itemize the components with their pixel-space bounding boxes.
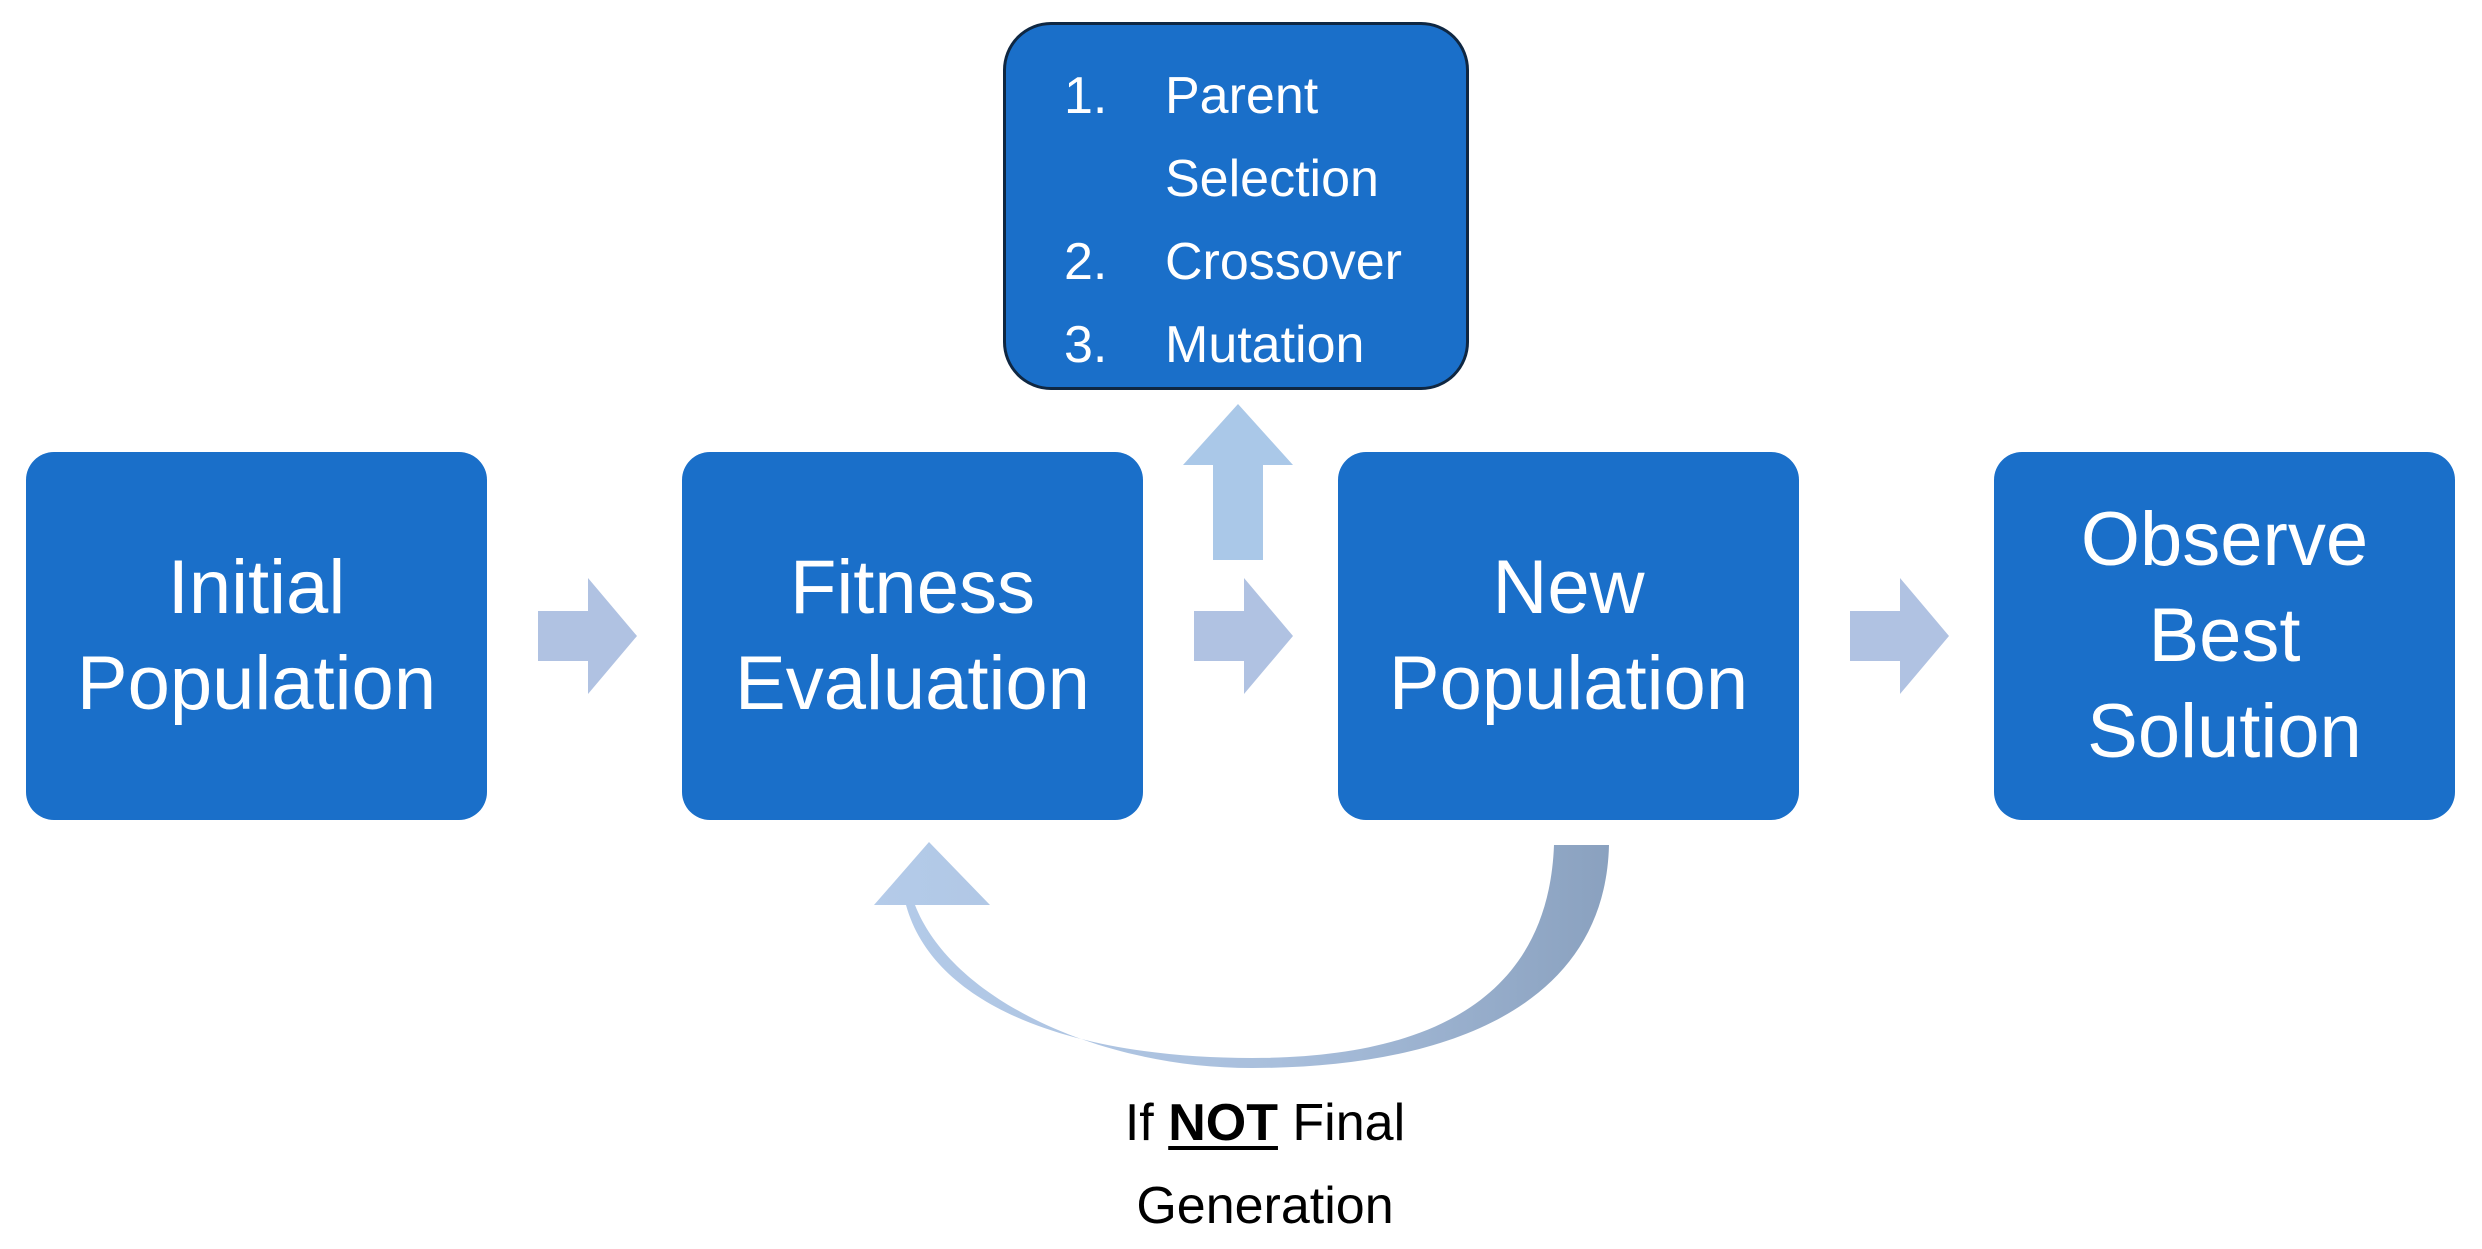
step-label-line: Fitness (790, 545, 1035, 630)
caption-suffix: Final (1277, 1094, 1406, 1152)
step-label-line: Population (76, 641, 437, 726)
right-arrow-icon (538, 578, 637, 694)
step-label: Fitness Evaluation (735, 540, 1090, 732)
step-label-line: Solution (2087, 689, 2362, 774)
genetic-operators-box: 1. Parent Selection 2. Crossover 3. Muta… (1003, 22, 1469, 390)
operator-number: 1. (1064, 67, 1108, 125)
operators-list: 1. Parent Selection 2. Crossover 3. Muta… (1064, 55, 1425, 387)
step-label-line: Observe (2080, 497, 2369, 582)
step-label: Initial Population (77, 540, 436, 732)
step-label: New Population (1389, 540, 1748, 732)
operator-number: 2. (1064, 233, 1108, 291)
operator-item-crossover: 2. Crossover (1064, 221, 1425, 304)
operator-label: Crossover (1165, 233, 1402, 291)
caption-emphasis: NOT (1168, 1094, 1278, 1152)
loop-back-arrow-icon (874, 842, 1609, 1068)
fitness-evaluation-box: Fitness Evaluation (682, 452, 1143, 820)
step-label-line: Evaluation (735, 641, 1090, 726)
right-arrow-icon (1850, 578, 1949, 694)
new-population-box: New Population (1338, 452, 1799, 820)
right-arrow-icon (1194, 578, 1293, 694)
step-label-line: Best (2148, 593, 2301, 678)
operator-number: 3. (1064, 316, 1108, 374)
caption-line: If NOT Final (1030, 1082, 1500, 1165)
operator-label: Parent Selection (1165, 67, 1379, 208)
initial-population-box: Initial Population (26, 452, 487, 820)
loop-condition-caption: If NOT Final Generation (1030, 1082, 1500, 1248)
step-label: Observe Best Solution (2081, 492, 2368, 780)
step-label-line: Initial (167, 545, 346, 630)
caption-line: Generation (1136, 1177, 1394, 1235)
operator-item-mutation: 3. Mutation (1064, 304, 1425, 387)
up-arrow-icon (1183, 404, 1293, 560)
operator-item-parent-selection: 1. Parent Selection (1064, 55, 1425, 221)
step-label-line: Population (1388, 641, 1749, 726)
step-label-line: New (1492, 545, 1645, 630)
caption-prefix: If (1124, 1094, 1169, 1152)
operator-label: Mutation (1165, 316, 1365, 374)
observe-best-solution-box: Observe Best Solution (1994, 452, 2455, 820)
